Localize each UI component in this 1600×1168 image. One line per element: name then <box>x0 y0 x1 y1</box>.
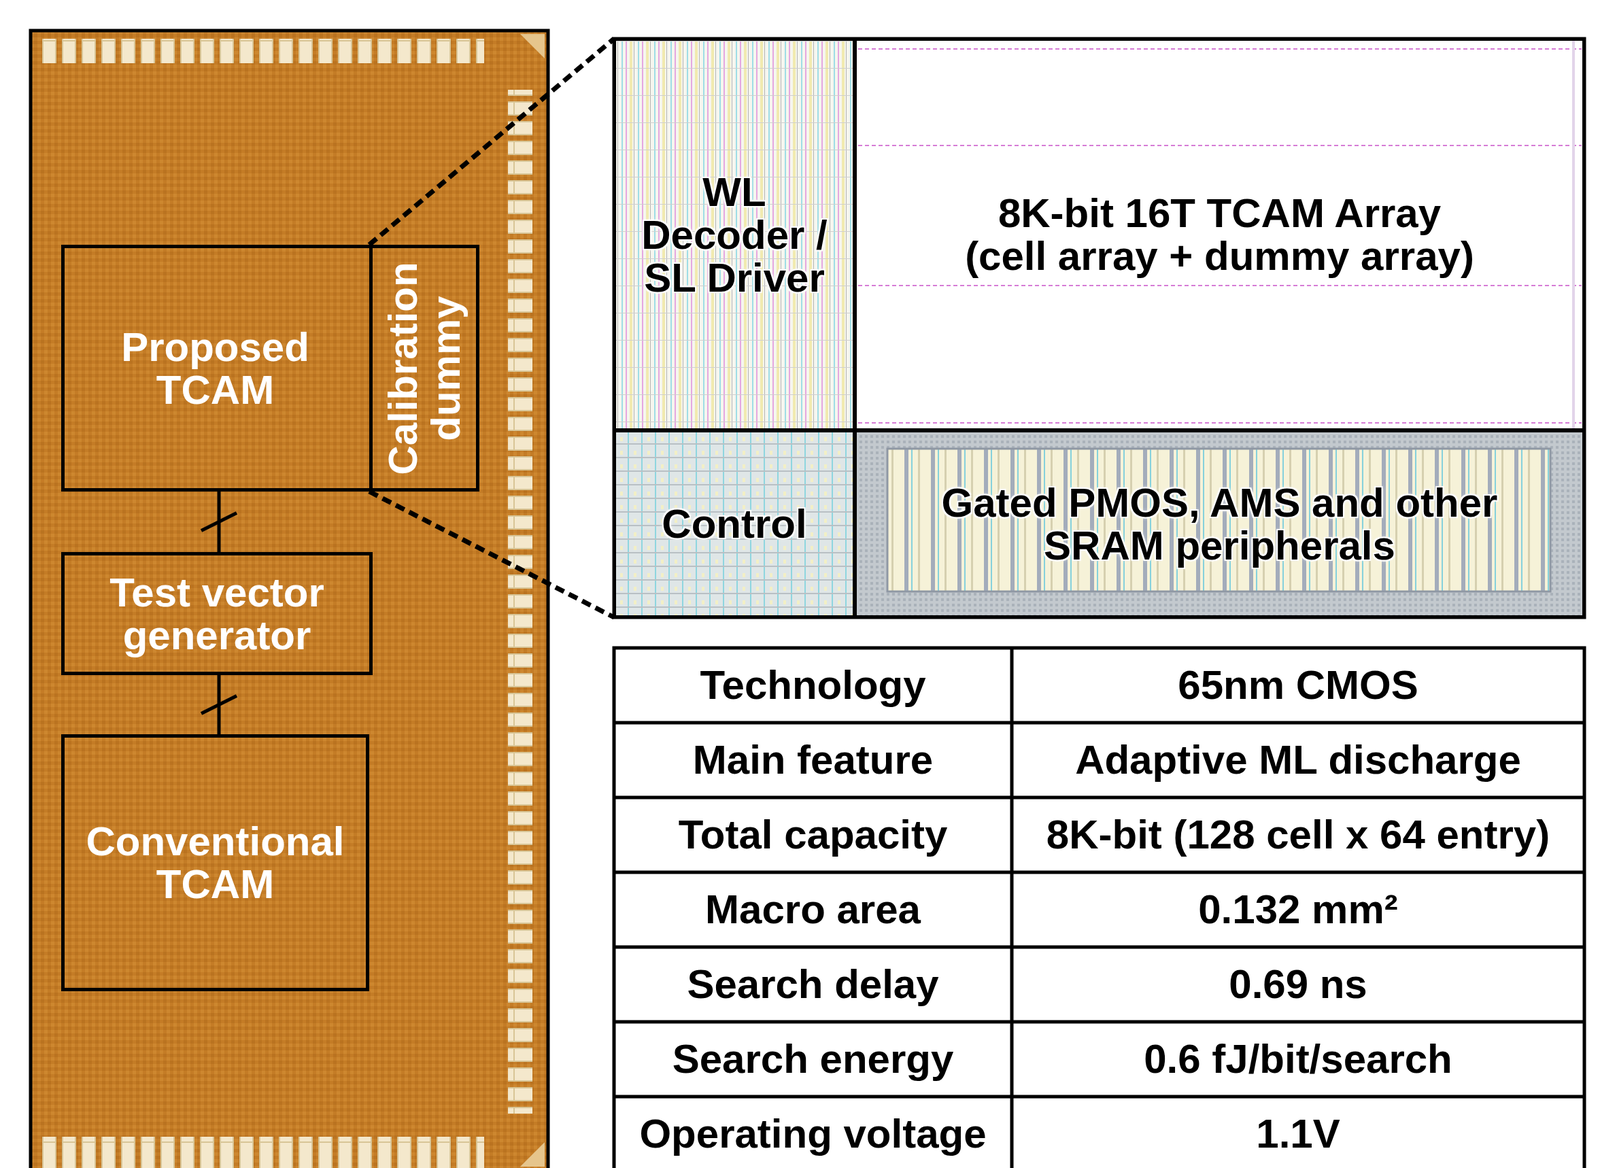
table-line <box>614 945 1585 950</box>
layout-line <box>858 422 1582 424</box>
table-cell-text: Macro area <box>614 872 1012 948</box>
table-cell-text: 0.6 fJ/bit/search <box>1011 1022 1585 1097</box>
bus-connector <box>201 491 237 553</box>
dummy-block: Calibration dummy <box>369 244 480 492</box>
block-label: Control <box>628 502 840 546</box>
block-label: Conventional TCAM <box>79 820 352 906</box>
zoom-panel-frame <box>614 38 1585 618</box>
table-cell-text: Adaptive ML discharge <box>1011 722 1585 798</box>
layout-lines <box>858 48 1582 423</box>
spec-table <box>614 648 1585 1168</box>
chip-die <box>30 30 549 1168</box>
table-cell-text: Total capacity <box>614 797 1012 873</box>
block-label: WL Decoder / SL Driver <box>628 170 840 300</box>
table-cell-text: 8K-bit (128 cell x 64 entry) <box>1011 797 1585 873</box>
chip-block: Test vector generator <box>61 552 373 676</box>
chip-block: Proposed TCAM Calibration dummy <box>61 244 480 492</box>
table-cell-text: Search energy <box>614 1022 1012 1097</box>
bus-slash <box>201 696 237 714</box>
zoom-line <box>369 491 615 618</box>
bus-slash <box>201 513 237 532</box>
block-label: Proposed TCAM <box>79 325 352 412</box>
zoom-line <box>369 38 615 245</box>
table-cell-text: 0.132 mm² <box>1011 872 1585 948</box>
layout-image <box>614 430 855 618</box>
layout-line <box>858 284 1582 287</box>
layout-image <box>614 38 855 431</box>
block-label: Gated PMOS, AMS and other SRAM periphera… <box>920 481 1520 568</box>
table-cell-text: Operating voltage <box>614 1096 1012 1168</box>
table-line <box>1010 648 1014 1168</box>
table-cell-text: 0.69 ns <box>1011 947 1585 1023</box>
layout-image <box>887 448 1551 592</box>
die-corner <box>520 1142 545 1167</box>
table-line <box>614 1095 1585 1099</box>
layout-line <box>1572 40 1575 429</box>
layout-block: Control <box>614 430 855 618</box>
layout-line <box>858 48 1582 50</box>
table-line <box>614 796 1585 800</box>
chip-block: Conventional TCAM <box>61 734 370 992</box>
table-frame <box>614 648 1585 1168</box>
block-label: Test vector generator <box>80 571 353 657</box>
layout-image <box>854 38 1585 431</box>
layout-block: WL Decoder / SL Driver <box>614 38 855 431</box>
table-cell-text: Technology <box>614 648 1012 723</box>
block-label: 8K-bit 16T TCAM Array (cell array + dumm… <box>958 191 1482 278</box>
pad-row <box>38 1136 485 1168</box>
table-line <box>614 1020 1585 1025</box>
table-cell-text: 65nm CMOS <box>1011 648 1585 723</box>
table-cell-text: 1.1V <box>1011 1096 1585 1168</box>
pad-column <box>507 89 533 1114</box>
bus-connector <box>201 675 237 735</box>
layout-line <box>858 144 1582 147</box>
die-corner <box>520 33 545 59</box>
table-line <box>614 871 1585 875</box>
block-label: Calibration dummy <box>381 254 468 483</box>
table-line <box>614 721 1585 725</box>
table-cell-text: Main feature <box>614 722 1012 798</box>
table-cell-text: Search delay <box>614 947 1012 1023</box>
layout-block: Gated PMOS, AMS and other SRAM periphera… <box>854 430 1585 618</box>
layout-block: 8K-bit 16T TCAM Array (cell array + dumm… <box>854 38 1585 431</box>
layout-image <box>854 430 1585 618</box>
pad-row <box>38 38 485 64</box>
